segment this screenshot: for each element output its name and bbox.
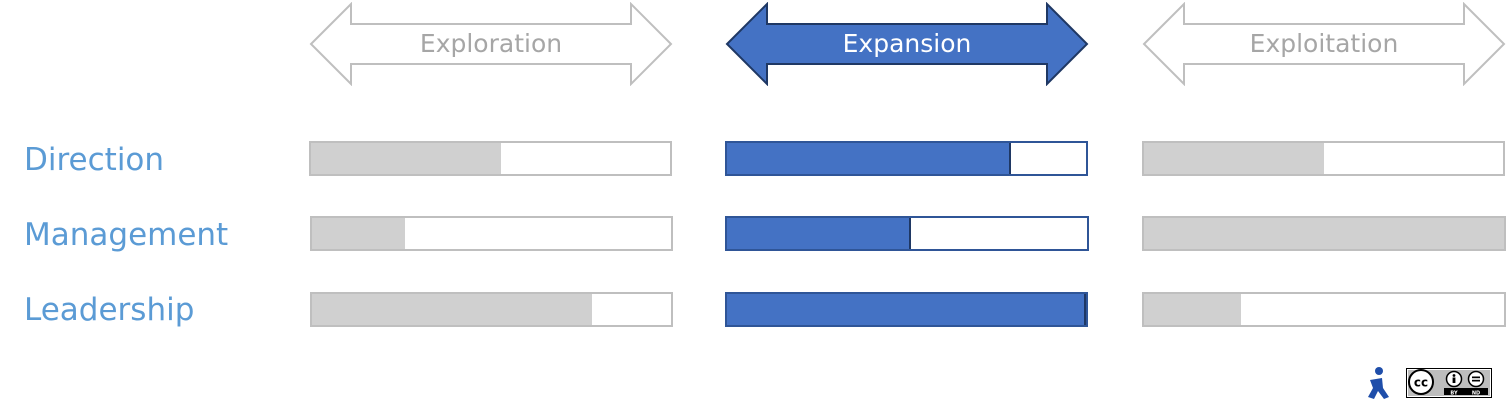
level-fill xyxy=(727,143,1011,174)
phase-arrow-exploration: Exploration xyxy=(309,2,673,86)
level-bar-direction-expansion xyxy=(725,141,1088,176)
level-bar-direction-exploration xyxy=(309,141,672,176)
level-bar-management-expansion xyxy=(725,216,1089,251)
svg-text:ND: ND xyxy=(1472,391,1480,397)
double-arrow-icon xyxy=(1142,2,1506,86)
level-bar-leadership-expansion xyxy=(725,292,1088,327)
person-logo-icon xyxy=(1368,367,1389,399)
level-bar-management-exploration xyxy=(310,216,673,251)
level-fill xyxy=(1144,143,1324,174)
level-fill xyxy=(727,218,911,249)
level-fill xyxy=(727,294,1086,325)
level-fill xyxy=(312,218,406,249)
phase-label-exploration: Exploration xyxy=(419,29,563,58)
license-logos: cc BY ND xyxy=(1365,366,1495,402)
level-fill xyxy=(312,294,593,325)
level-fill xyxy=(1144,218,1504,249)
double-arrow-icon xyxy=(309,2,673,86)
row-label-leadership: Leadership xyxy=(24,292,195,328)
phase-arrow-exploitation: Exploitation xyxy=(1142,2,1506,86)
level-fill xyxy=(1144,294,1242,325)
row-label-direction: Direction xyxy=(24,142,165,178)
phase-label-expansion: Expansion xyxy=(842,29,972,58)
phase-label-exploitation: Exploitation xyxy=(1249,29,1399,58)
svg-text:BY: BY xyxy=(1450,391,1458,397)
svg-text:cc: cc xyxy=(1414,376,1428,390)
row-label-management: Management xyxy=(24,217,229,253)
level-bar-leadership-exploitation xyxy=(1142,292,1506,327)
level-bar-management-exploitation xyxy=(1142,216,1506,251)
level-bar-leadership-exploration xyxy=(310,292,673,327)
cc-by-nd-license-icon: cc BY ND xyxy=(1406,368,1492,398)
double-arrow-icon xyxy=(725,2,1089,86)
level-fill xyxy=(311,143,502,174)
level-bar-direction-exploitation xyxy=(1142,141,1505,176)
phase-arrow-expansion: Expansion xyxy=(725,2,1089,86)
